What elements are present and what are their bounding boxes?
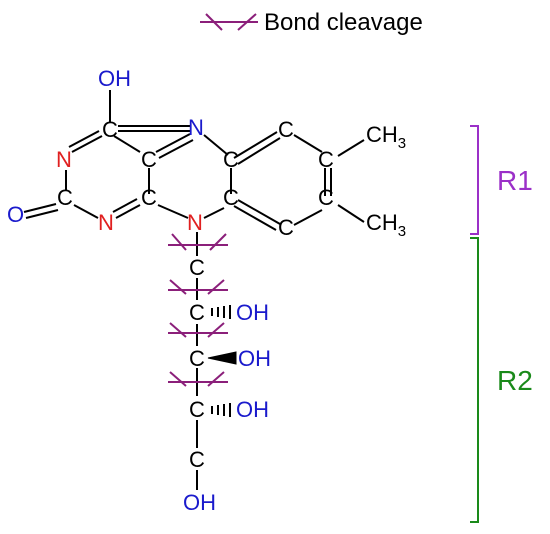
atom-c9: C <box>278 215 294 240</box>
cleavage-marker-c1-c2 <box>168 279 228 295</box>
atom-c10a: C <box>141 185 157 210</box>
stereo-bonds <box>207 305 237 417</box>
cleavage-marker-c2-c3 <box>168 322 228 338</box>
region-label-r1: R1 <box>497 165 533 196</box>
atom-c5a: C <box>223 147 239 172</box>
region-label-r2: R2 <box>497 365 533 396</box>
atom-c5p: C <box>189 447 205 472</box>
atom-c8: C <box>318 185 334 210</box>
cleavage-marker-n10-c1 <box>168 233 228 251</box>
atom-n3: N <box>56 147 72 172</box>
atom-c4a: C <box>141 147 157 172</box>
cleavage-legend-icon <box>200 13 258 31</box>
legend-label: Bond cleavage <box>264 9 423 36</box>
region-bracket-r1 <box>470 125 479 235</box>
atom-labels: OH C N N C C C C CH3 O C N C N C C C CH3… <box>7 66 406 515</box>
atom-c3p: C <box>189 346 205 371</box>
atom-ch3-top: CH3 <box>366 122 406 152</box>
region-bracket-r2 <box>470 237 479 523</box>
atom-oh-top: OH <box>98 66 131 91</box>
atom-c6: C <box>278 117 294 142</box>
atom-n1: N <box>98 210 114 235</box>
atom-oh5p: OH <box>183 490 216 515</box>
atom-c9a: C <box>223 185 239 210</box>
atom-c2: C <box>57 185 73 210</box>
cleavage-marker-c3-c4 <box>168 371 228 387</box>
atom-c4p: C <box>189 397 205 422</box>
bond-lines <box>23 90 365 490</box>
atom-c4: C <box>102 117 118 142</box>
legend: Bond cleavage <box>200 9 423 36</box>
atom-oh4p: OH <box>236 397 269 422</box>
atom-n10: N <box>187 210 203 235</box>
atom-n5: N <box>188 115 204 140</box>
atom-c2p: C <box>189 300 205 325</box>
atom-ch3-bottom: CH3 <box>366 210 406 240</box>
cleavage-markers <box>168 233 228 387</box>
atom-oh3p: OH <box>238 346 271 371</box>
atom-o2: O <box>7 202 24 227</box>
atom-oh2p: OH <box>236 300 269 325</box>
atom-c7: C <box>318 147 334 172</box>
atom-c1p: C <box>189 255 205 280</box>
